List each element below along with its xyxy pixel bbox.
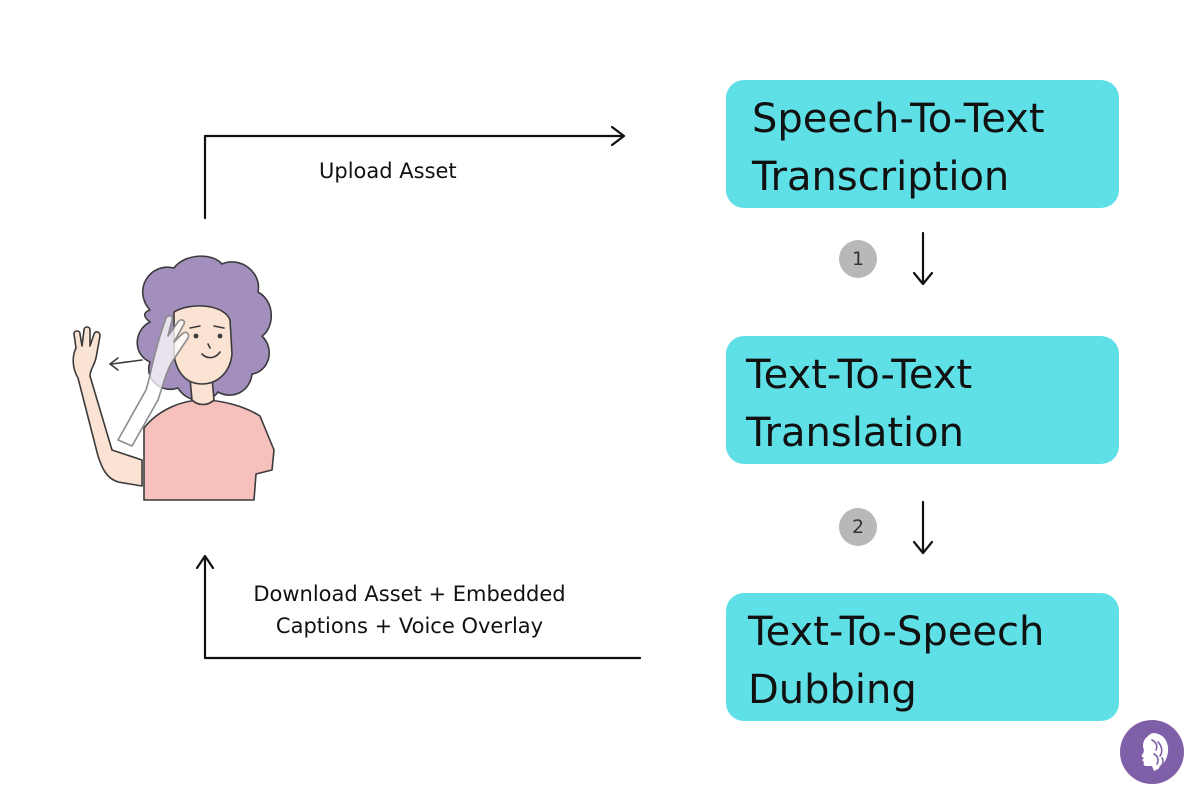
download-asset-label: Download Asset + Embedded Captions + Voi… xyxy=(222,578,597,642)
box-title-line-1: Text-To-Speech xyxy=(748,609,1045,655)
download-label-line-2: Captions + Voice Overlay xyxy=(275,614,544,638)
text-to-speech-box: Text-To-Speech Dubbing xyxy=(726,593,1119,721)
box-title-line-2: Dubbing xyxy=(748,667,917,713)
face-profile-logo-icon xyxy=(1141,733,1169,771)
box-title-line-2: Translation xyxy=(746,410,964,456)
box-title-line-1: Text-To-Text xyxy=(746,352,973,398)
person-signing-icon xyxy=(72,255,275,501)
download-arrow-line xyxy=(203,555,642,660)
step2-arrow-head xyxy=(912,540,934,555)
brand-logo xyxy=(1120,720,1184,784)
box-title-line-1: Speech-To-Text xyxy=(752,96,1045,142)
step1-arrow-head xyxy=(912,271,934,286)
text-to-text-box: Text-To-Text Translation xyxy=(726,336,1119,464)
upload-arrow-head xyxy=(610,125,626,147)
box-title-line-2: Transcription xyxy=(752,154,1010,200)
step-2-badge: 2 xyxy=(839,508,877,546)
download-arrow-head xyxy=(195,554,215,570)
download-label-line-1: Download Asset + Embedded xyxy=(253,582,566,606)
step-1-badge: 1 xyxy=(839,240,877,278)
upload-asset-label: Upload Asset xyxy=(319,159,457,183)
upload-arrow-line xyxy=(203,134,624,220)
speech-to-text-box: Speech-To-Text Transcription xyxy=(726,80,1119,208)
